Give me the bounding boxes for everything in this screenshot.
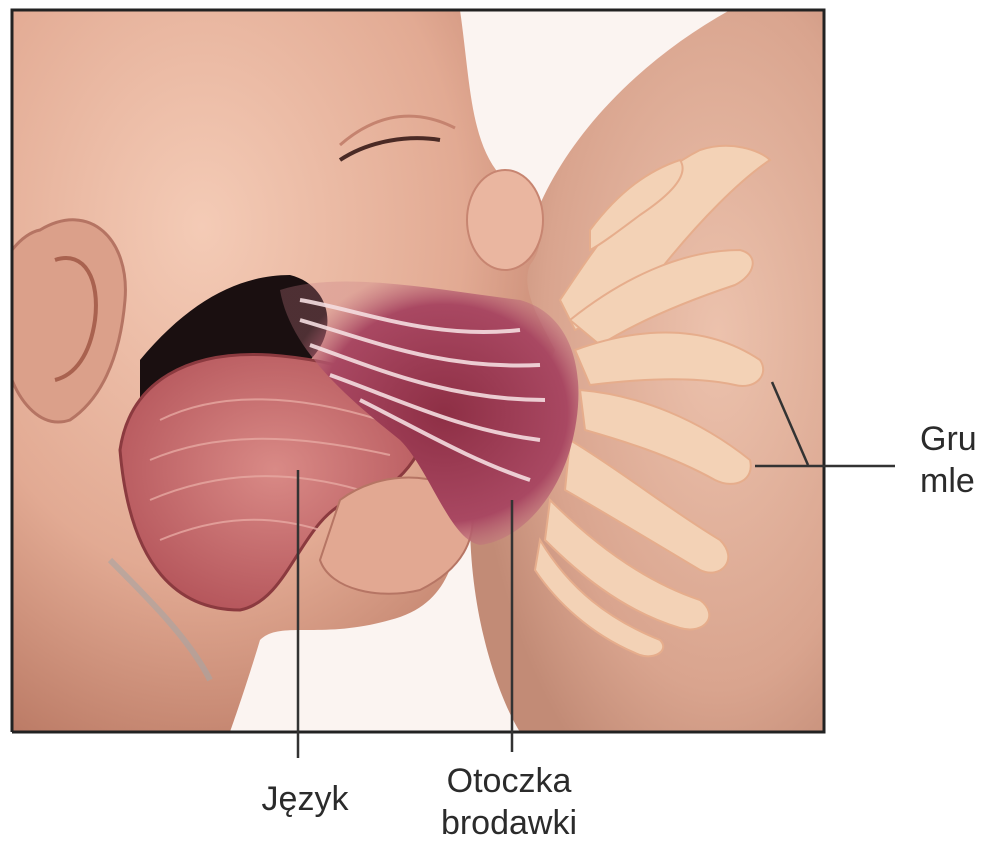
label-areola-line2: brodawki [404,802,614,844]
label-glands-line1: Gru [920,418,977,460]
label-tongue-text: Język [250,778,360,820]
label-glands: Gru mle [920,418,977,502]
nose [467,170,543,270]
label-tongue: Język [250,778,360,820]
label-areola: Otoczka brodawki [404,760,614,844]
label-areola-line1: Otoczka [404,760,614,802]
label-glands-line2: mle [920,460,977,502]
